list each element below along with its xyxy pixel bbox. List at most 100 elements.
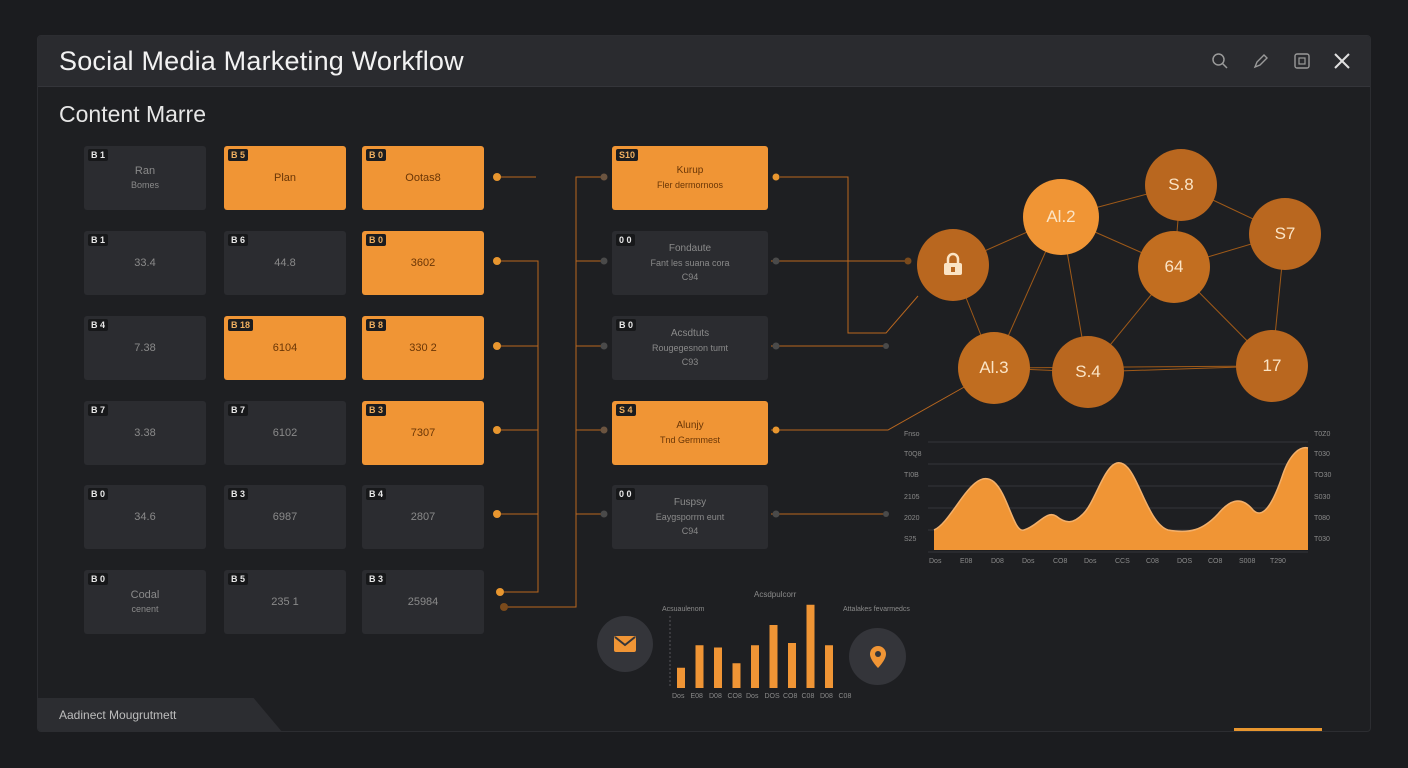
workflow-window: Social Media Marketing Workflow Content … [37, 35, 1371, 732]
area-y-left-tick: TI0B [904, 472, 919, 479]
connector-lines [493, 173, 967, 611]
card-value-secondary: cenent [131, 604, 159, 614]
workflow-card[interactable]: B 5 Plan [224, 146, 346, 210]
card-line: Tnd Germmest [659, 435, 720, 445]
workflow-card[interactable]: B 8 330 2 [362, 316, 484, 380]
bar [677, 667, 685, 688]
card-value-primary: 6102 [272, 427, 298, 439]
bar-x-tick: DOS [764, 693, 780, 700]
network-node-label: Al.2 [1046, 207, 1076, 226]
area-x-tick: CO8 [1053, 558, 1068, 565]
card-tag: B 3 [366, 404, 387, 416]
area-y-right-tick: S030 [1314, 494, 1331, 501]
area-x-tick: DOS [1177, 558, 1193, 565]
card-tag: B 3 [228, 488, 249, 500]
network-node[interactable]: 17 [1236, 330, 1308, 402]
edit-icon[interactable] [1249, 49, 1273, 73]
card-value-primary: 6104 [272, 342, 298, 354]
card-value-primary: 7.38 [134, 342, 156, 354]
network-node[interactable]: S.8 [1145, 149, 1217, 221]
bar [695, 645, 704, 688]
network-node[interactable]: Al.2 [1023, 179, 1099, 255]
workflow-card[interactable]: B 3 7307 [362, 401, 484, 465]
card-tag: 0 0 [616, 234, 635, 246]
network-node[interactable]: Al.3 [958, 332, 1030, 404]
bar-x-tick: Dos [672, 693, 685, 700]
card-value: 6104 [224, 341, 346, 355]
area-y-left-tick: 2105 [904, 494, 920, 501]
card-value-primary: 7307 [410, 427, 436, 439]
area-y-left-tick: Fnso [904, 431, 920, 438]
card-tag: B 1 [88, 234, 109, 246]
area-x-tick: E08 [960, 558, 973, 565]
area-x-tick: T290 [1270, 558, 1286, 565]
bar-chart [669, 604, 833, 688]
section-title: Content Marre [59, 101, 207, 127]
card-line: Kurup [676, 165, 704, 176]
card-value-primary: Plan [273, 172, 297, 184]
bar-x-tick: D08 [709, 693, 722, 700]
hand-lock-icon[interactable] [917, 229, 989, 301]
bar-x-tick: E08 [690, 693, 703, 700]
area-series [934, 447, 1308, 550]
card-tag: B 0 [88, 573, 109, 585]
location-pin-icon[interactable] [849, 628, 906, 685]
card-value-primary: 2807 [410, 511, 436, 523]
area-y-left-tick: 2020 [904, 515, 920, 522]
crop-icon[interactable] [1290, 49, 1314, 73]
network-node[interactable]: S.4 [1052, 336, 1124, 408]
area-y-right-tick: T030 [1314, 451, 1330, 458]
area-x-tick: Dos [929, 558, 942, 565]
network-node-label: S.8 [1168, 175, 1194, 194]
card-tag: S 4 [616, 404, 636, 416]
network-node[interactable]: 64 [1138, 231, 1210, 303]
area-y-right-tick: T030 [1314, 536, 1330, 543]
card-tag: B 8 [366, 319, 387, 331]
card-value-primary: 235 1 [271, 596, 299, 608]
area-x-tick: D08 [991, 558, 1004, 565]
card-tag: B 5 [228, 149, 249, 161]
network-node[interactable]: S7 [1249, 198, 1321, 270]
card-tag: S10 [616, 149, 639, 161]
bottom-tab[interactable]: Aadinect Mougrutmett [38, 698, 283, 731]
network-node-label: S7 [1274, 224, 1296, 243]
search-icon[interactable] [1208, 49, 1232, 73]
area-y-left-tick: T0Q8 [904, 451, 922, 458]
card-tag: 0 0 [616, 488, 635, 500]
mail-icon[interactable] [597, 616, 653, 672]
card-value: Ootas8 [362, 171, 484, 185]
close-icon[interactable] [1330, 49, 1354, 73]
card-line: C93 [681, 357, 699, 367]
card-value-primary: 33.4 [134, 257, 156, 269]
card-value: 33.4 [84, 256, 206, 270]
card-value: 330 2 [362, 341, 484, 355]
bar [825, 645, 833, 688]
progress-indicator [1234, 728, 1322, 731]
workflow-card[interactable]: B 1 33.4 [84, 231, 206, 295]
card-value: Plan [224, 171, 346, 185]
